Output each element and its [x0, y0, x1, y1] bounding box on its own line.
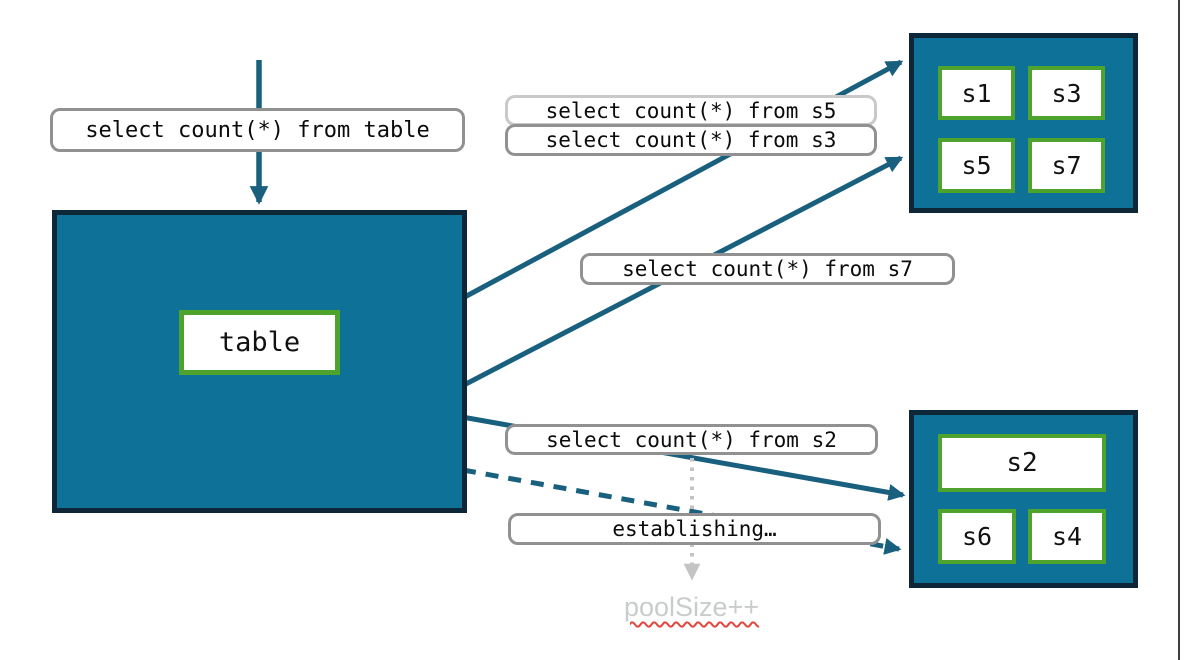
shard-label-s1: s1 [961, 78, 992, 108]
query-label-s5: select count(*) from s5 [505, 95, 877, 126]
slide-right-edge [1178, 0, 1180, 660]
shard-label-s4: s4 [1051, 522, 1083, 551]
table-node: table [52, 210, 467, 513]
shard-cell-s2: s2 [938, 434, 1106, 492]
shard-label-s3: s3 [1051, 78, 1082, 108]
shard-label-s5: s5 [961, 151, 992, 180]
query-label-table-text: select count(*) from table [85, 117, 430, 143]
establishing-label: establishing… [508, 513, 881, 545]
poolsize-label-text: poolSize++ [624, 592, 760, 622]
shard-cell-s4: s4 [1028, 509, 1106, 564]
shard-label-s6: s6 [961, 522, 993, 551]
query-label-s2: select count(*) from s2 [505, 424, 878, 455]
query-label-s7: select count(*) from s7 [580, 253, 955, 285]
shard-cell-s1: s1 [938, 66, 1015, 120]
query-label-s3-text: select count(*) from s3 [545, 128, 837, 152]
shard-cell-s3: s3 [1028, 66, 1105, 120]
shard-group-bottom: s2 s6 s4 [909, 410, 1138, 588]
table-node-label: table [218, 327, 301, 358]
table-node-label-box: table [179, 310, 340, 375]
shard-cell-s7: s7 [1028, 138, 1105, 193]
query-label-s7-text: select count(*) from s7 [622, 257, 913, 281]
shard-group-top: s1 s3 s5 s7 [909, 33, 1138, 213]
query-label-s2-text: select count(*) from s2 [546, 427, 837, 452]
poolsize-label: poolSize++ [624, 592, 759, 623]
establishing-label-text: establishing… [612, 517, 777, 541]
shard-cell-s6: s6 [938, 509, 1016, 564]
query-label-s5-text: select count(*) from s5 [545, 98, 837, 123]
query-label-s3: select count(*) from s3 [505, 124, 877, 156]
shard-label-s7: s7 [1051, 151, 1082, 180]
query-label-table: select count(*) from table [50, 108, 465, 152]
shard-label-s2: s2 [1006, 448, 1038, 478]
shard-cell-s5: s5 [938, 138, 1015, 193]
